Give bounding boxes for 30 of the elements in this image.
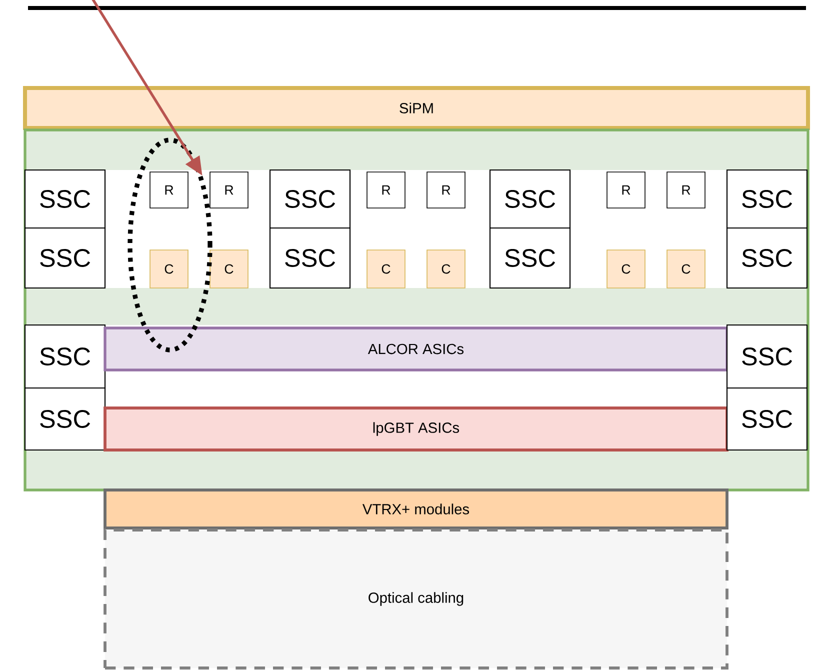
ssc-box: SSC bbox=[24, 227, 106, 289]
ssc-box: SSC bbox=[269, 227, 351, 289]
component-box: R bbox=[666, 172, 706, 208]
ssc-box: SSC bbox=[24, 169, 106, 229]
component-box: R bbox=[606, 172, 646, 208]
ssc-box: SSC bbox=[24, 387, 106, 451]
component-box: C bbox=[426, 250, 466, 288]
ssc-box: SSC bbox=[726, 324, 808, 389]
ssc-box: SSC bbox=[489, 169, 571, 229]
dotted-ellipse bbox=[128, 138, 212, 352]
component-box: R bbox=[366, 172, 406, 208]
module-bar: VTRX+ modules bbox=[104, 488, 728, 530]
component-box: R bbox=[210, 172, 248, 208]
ssc-box: SSC bbox=[726, 169, 808, 229]
component-box: C bbox=[666, 250, 706, 288]
component-box: C bbox=[210, 250, 248, 288]
ssc-box: SSC bbox=[726, 387, 808, 451]
asic-bar: ALCOR ASICs bbox=[104, 326, 728, 372]
component-box: R bbox=[426, 172, 466, 208]
ssc-box: SSC bbox=[489, 227, 571, 289]
component-box: C bbox=[150, 250, 188, 288]
ssc-box: SSC bbox=[726, 227, 808, 289]
component-box: C bbox=[366, 250, 406, 288]
cabling-box: Optical cabling bbox=[104, 528, 728, 670]
asic-bar: lpGBT ASICs bbox=[104, 406, 728, 452]
ssc-box: SSC bbox=[24, 324, 106, 389]
ssc-box: SSC bbox=[269, 169, 351, 229]
process-box: SiPM bbox=[23, 86, 810, 130]
component-box: C bbox=[606, 250, 646, 288]
component-box: R bbox=[150, 172, 188, 208]
